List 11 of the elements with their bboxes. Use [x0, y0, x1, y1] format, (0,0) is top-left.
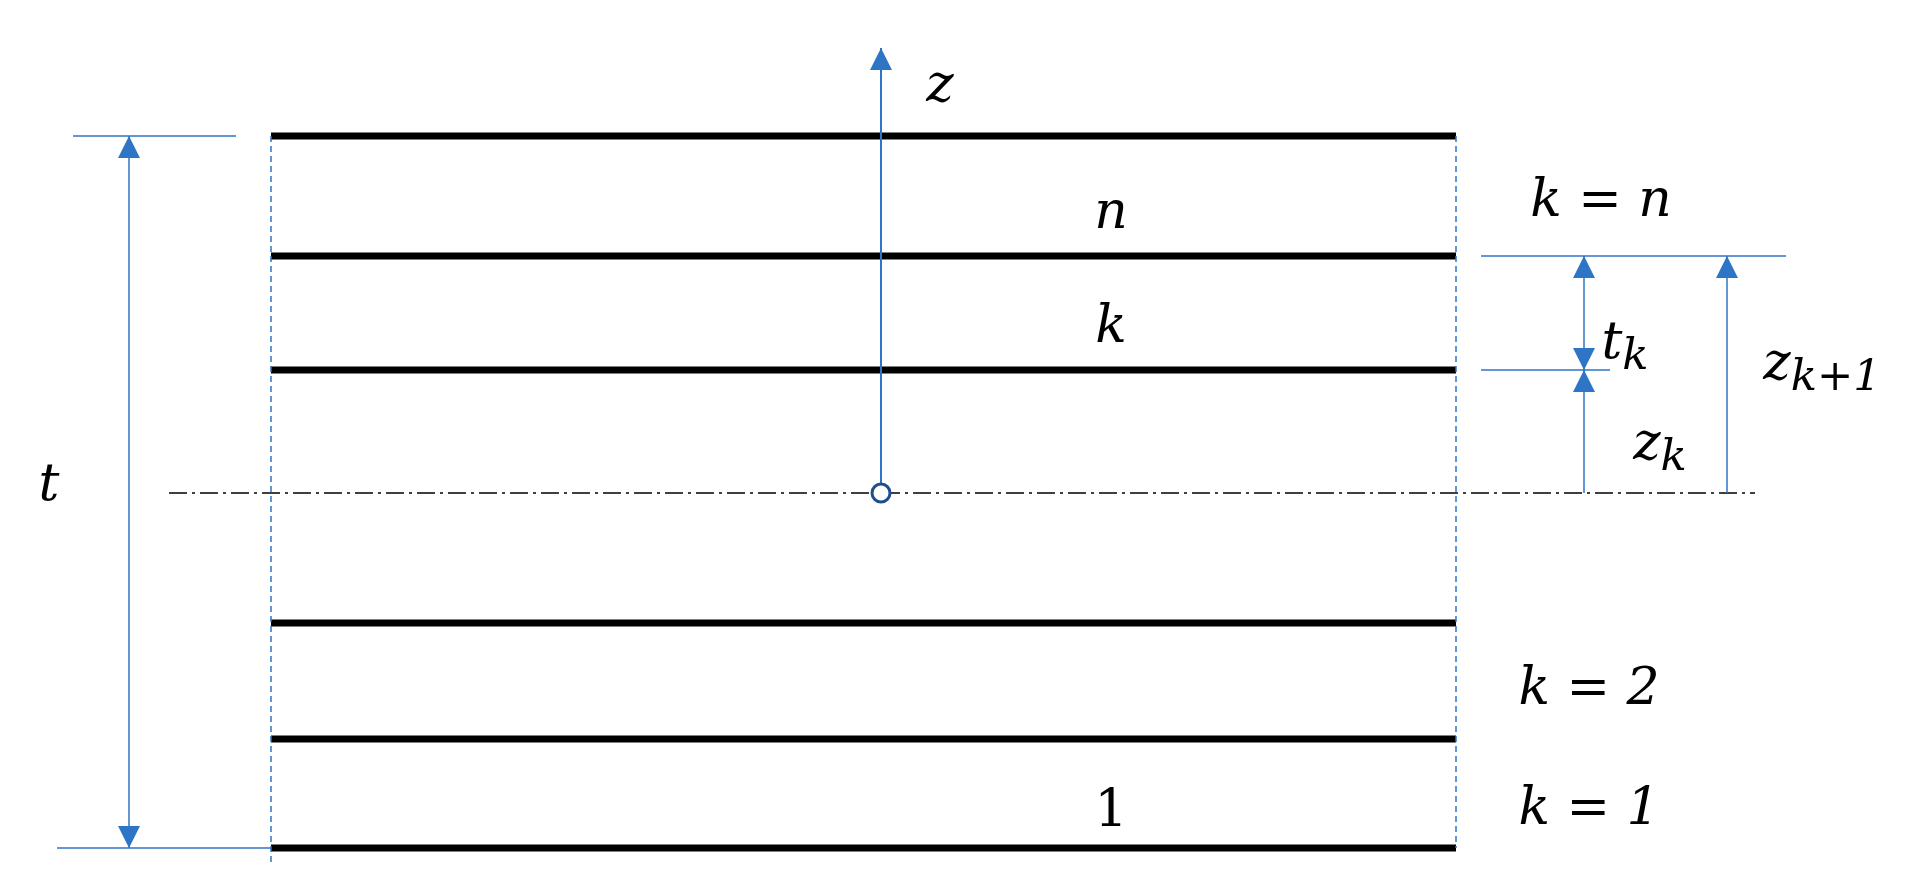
dimension-label: z$_{k+1}$: [1763, 334, 1881, 398]
layer-index-label: k = n: [1530, 172, 1672, 224]
layer-label: 1: [1094, 782, 1128, 834]
variable-label: z: [926, 57, 954, 109]
dimension-label: z$_{k}$: [1633, 414, 1687, 478]
dimension-label: t: [38, 456, 60, 508]
dimension-label: t$_{k}$: [1601, 313, 1649, 377]
layer-label: n: [1094, 184, 1128, 236]
layer-index-label: k = 1: [1518, 780, 1660, 832]
layer-label: k: [1095, 298, 1127, 350]
layer-index-label: k = 2: [1518, 660, 1660, 712]
